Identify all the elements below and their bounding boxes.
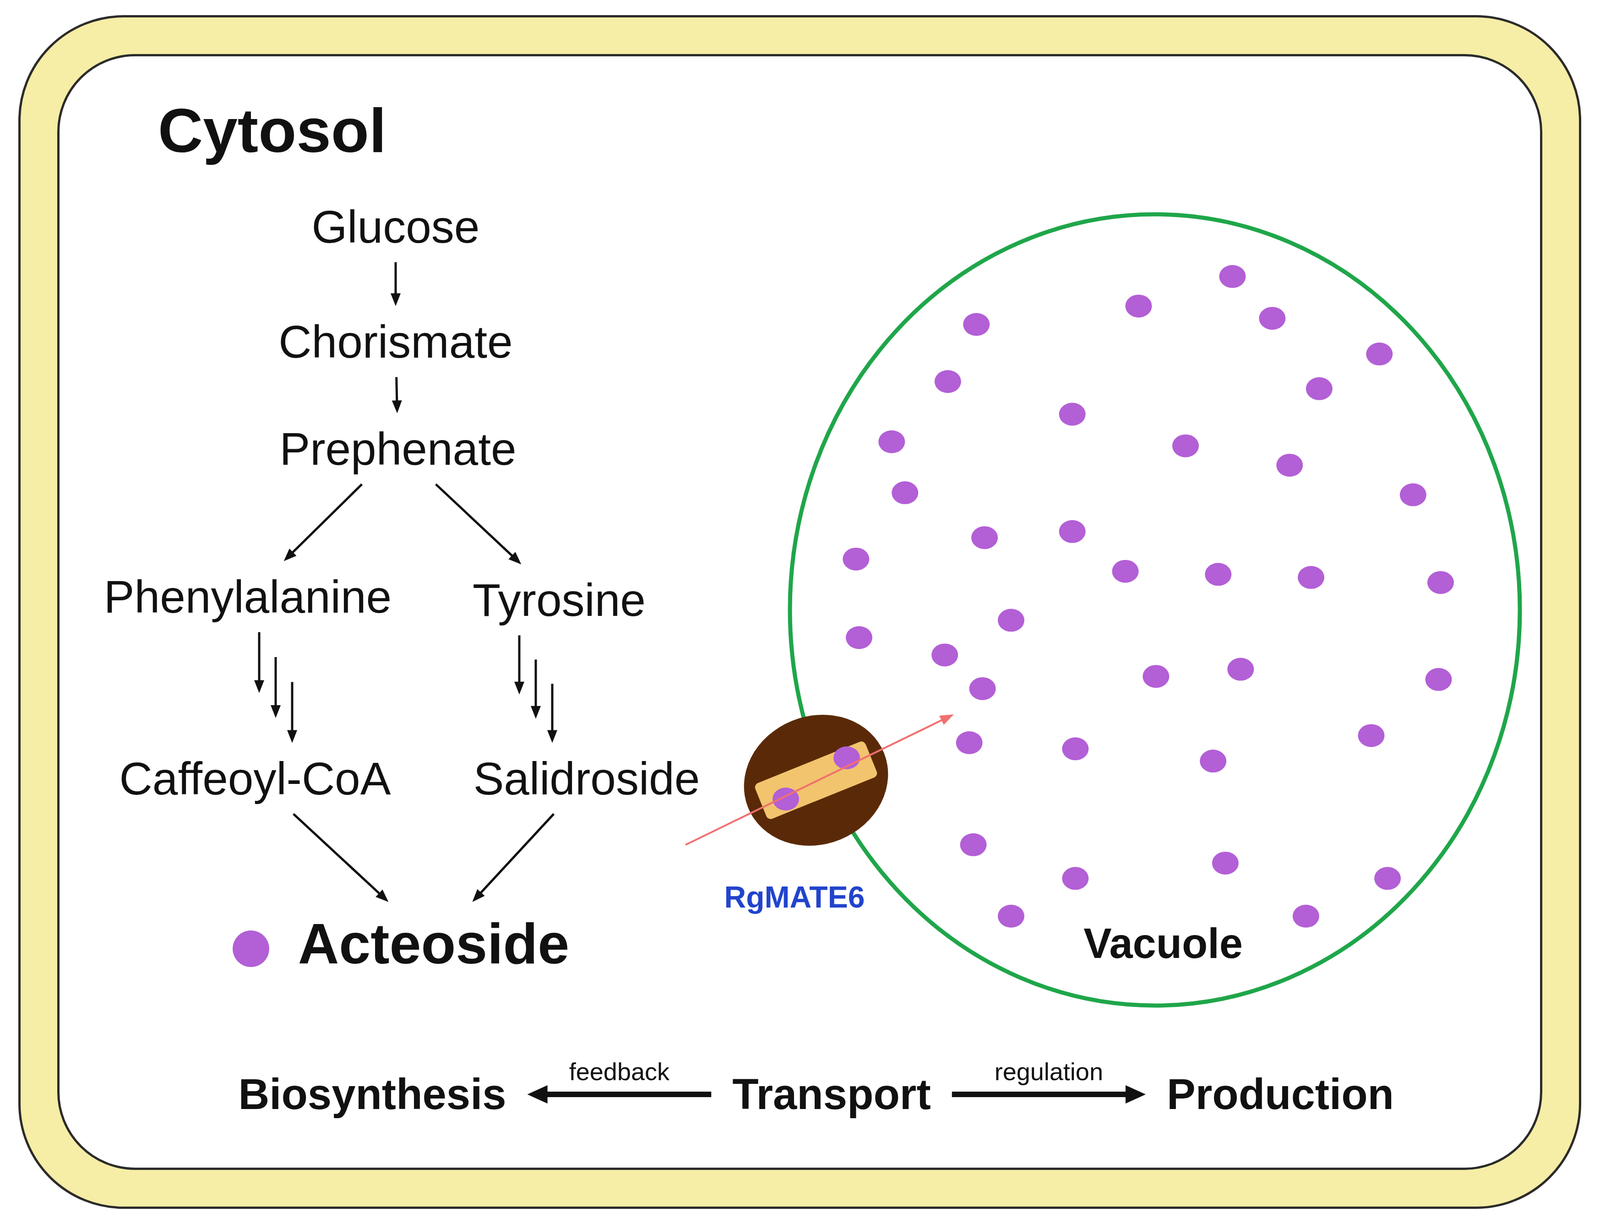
- compartment-label: Cytosol: [157, 94, 387, 167]
- pathway-arrow: [435, 484, 522, 565]
- transporter-label: RgMATE6: [724, 880, 866, 915]
- acteoside-dot: [1427, 571, 1454, 594]
- acteoside-dot: [842, 547, 870, 571]
- arrow-shaft: [952, 1091, 1130, 1098]
- acteoside-dot: [997, 904, 1025, 928]
- metabolite-label: Chorismate: [271, 311, 520, 372]
- acteoside-dot: [1125, 294, 1152, 318]
- vacuole-outline: [787, 212, 1523, 1008]
- pathway-arrow: [293, 814, 389, 903]
- vacuole: Vacuole: [787, 212, 1523, 1008]
- acteoside-dot: [963, 313, 990, 337]
- metabolite-label: Phenylalanine: [96, 566, 399, 627]
- acteoside-dot: [891, 481, 919, 505]
- node-text: Production: [1166, 1069, 1394, 1120]
- arrow-shaft: [274, 657, 278, 708]
- transport-arrowhead: [939, 714, 954, 725]
- node-text: Glucose: [311, 200, 480, 254]
- process-label: Production: [1159, 1066, 1402, 1123]
- acteoside-dot: [997, 609, 1025, 632]
- acteoside-dot: [1061, 866, 1089, 890]
- arrow-shaft: [293, 814, 381, 896]
- relation-arrow: [527, 1085, 712, 1104]
- acteoside-dots: [842, 265, 1454, 928]
- acteoside-dot: [232, 930, 270, 968]
- acteoside-dot: [971, 526, 998, 550]
- pathway-arrow: [391, 377, 403, 414]
- node-text: Caffeoyl-CoA: [119, 752, 392, 806]
- acteoside-dot: [1276, 453, 1303, 477]
- relation-arrow: [952, 1085, 1146, 1104]
- transporter-body: [723, 693, 909, 867]
- acteoside-dot: [1061, 737, 1089, 761]
- transporter-symbol: [685, 693, 954, 867]
- metabolite-label: Prephenate: [272, 419, 524, 479]
- acteoside-dot: [1059, 520, 1086, 544]
- node-text: Salidroside: [473, 752, 701, 806]
- arrow-shaft: [396, 377, 398, 404]
- pathway-arrow: [283, 484, 363, 562]
- acteoside-dot: [934, 370, 962, 393]
- vacuole-membrane: [789, 214, 1520, 1006]
- acteoside-dot: [1142, 664, 1170, 688]
- arrow-shaft: [435, 484, 514, 558]
- acteoside-dot: [1204, 562, 1232, 586]
- acteoside-dot: [1212, 851, 1239, 875]
- process-label: Biosynthesis: [230, 1066, 514, 1123]
- arrow-shaft: [394, 262, 397, 297]
- pathway-arrow: [254, 632, 298, 744]
- acteoside-dot: [1227, 658, 1254, 681]
- acteoside-dot: [1172, 434, 1199, 458]
- acteoside-dot: [1111, 560, 1139, 583]
- arrow-shaft: [550, 683, 554, 733]
- acteoside-dot: [1357, 723, 1385, 747]
- acteoside-dot: [1425, 668, 1452, 692]
- transporter-channel: [753, 740, 879, 821]
- acteoside-dot: [845, 626, 873, 650]
- acteoside-dot: [1219, 265, 1246, 289]
- arrow-shaft: [258, 632, 261, 684]
- arrow-shaft: [534, 659, 537, 709]
- process-label: Transport: [724, 1066, 939, 1123]
- node-text: Transport: [732, 1069, 931, 1120]
- pathway-arrow: [514, 635, 558, 744]
- acteoside-dot: [1258, 306, 1286, 330]
- acteoside-dot: [1292, 904, 1320, 928]
- arrow-shaft: [543, 1091, 712, 1098]
- acteoside-dot: [1199, 749, 1227, 773]
- acteoside-dot: [931, 643, 958, 667]
- compartment-label: Vacuole: [1083, 919, 1243, 969]
- arrow-shaft: [291, 681, 294, 733]
- acteoside-dot: [1374, 866, 1401, 890]
- acteoside-dot: [1365, 342, 1393, 366]
- metabolite-label: Tyrosine: [465, 570, 654, 631]
- arrow-shaft: [291, 484, 363, 555]
- product-label: Acteoside: [290, 907, 577, 981]
- pathway-arrow: [390, 262, 401, 307]
- transport-arrow: [685, 719, 943, 845]
- edge-label: feedback: [566, 1057, 673, 1086]
- arrow-shaft: [479, 814, 555, 895]
- arrow-shaft: [517, 635, 521, 685]
- metabolite-label: Caffeoyl-CoA: [112, 748, 399, 809]
- node-text: Acteoside: [298, 911, 570, 977]
- acteoside-dot: [1399, 483, 1427, 507]
- node-text: Chorismate: [278, 315, 513, 369]
- acteoside-dot: [960, 833, 987, 857]
- metabolite-label: Glucose: [304, 196, 488, 257]
- pathway-arrow: [472, 814, 554, 903]
- node-text: Tyrosine: [472, 573, 646, 627]
- acteoside-dot: [1297, 565, 1325, 589]
- node-text: Phenylalanine: [103, 570, 392, 624]
- node-text: Prephenate: [279, 422, 517, 476]
- acteoside-dot: [956, 731, 983, 755]
- acteoside-dot: [878, 430, 905, 454]
- cell-cytosol: CytosolGlucoseChorismatePrephenatePhenyl…: [18, 15, 1582, 1209]
- acteoside-dot: [1306, 377, 1333, 401]
- node-text: Biosynthesis: [238, 1069, 507, 1120]
- edge-label: regulation: [991, 1057, 1106, 1086]
- acteoside-dot: [1059, 402, 1086, 426]
- metabolite-label: Salidroside: [466, 748, 708, 809]
- acteoside-dot: [969, 677, 996, 701]
